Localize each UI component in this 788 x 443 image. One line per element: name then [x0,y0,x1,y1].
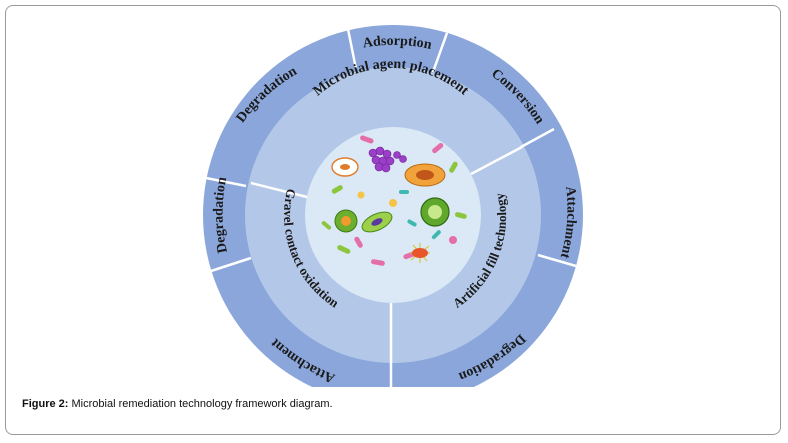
inner-circle [305,127,481,303]
microbe-illustration [321,135,467,266]
middle-ring-separators [250,145,523,363]
outer-ring-separators [205,28,577,387]
outer-label-adsorption: Adsorption [362,34,433,53]
figure-caption-label: Figure 2: [22,398,69,410]
diagram-panel: Adsorption Conversion Attachment Degrada… [185,15,599,387]
outer-label-degradation-left: Degradation [212,176,231,255]
figure-caption-text: Microbial remediation technology framewo… [68,398,333,410]
remediation-framework-diagram: Adsorption Conversion Attachment Degrada… [203,25,583,387]
figure-caption: Figure 2: Microbial remediation technolo… [22,398,333,410]
